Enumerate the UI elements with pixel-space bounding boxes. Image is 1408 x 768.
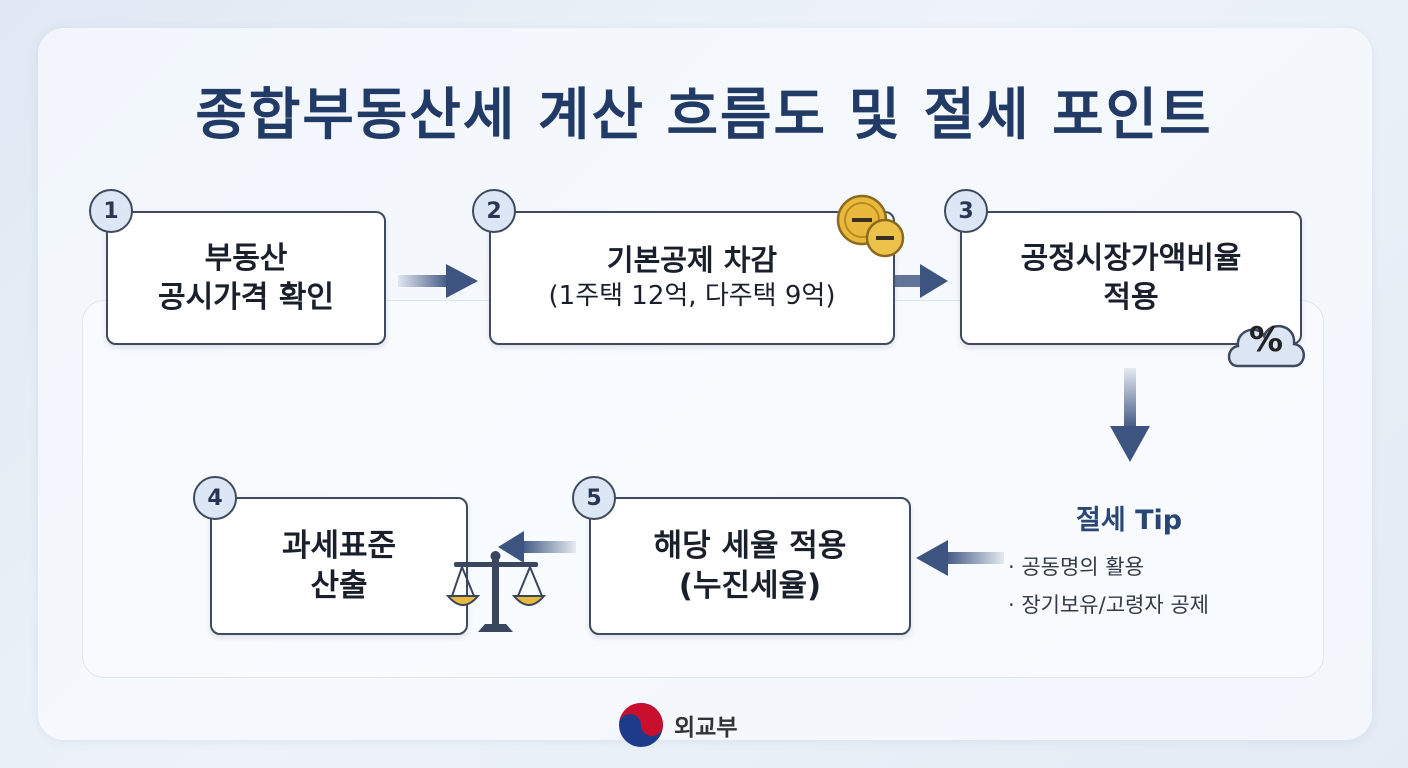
step-5-number: 5 xyxy=(572,476,616,520)
step-3-box: 공정시장가액비율 적용 xyxy=(960,211,1302,345)
step-4-number: 4 xyxy=(193,476,237,520)
arrow-right-2 xyxy=(894,264,948,298)
coins-icon xyxy=(836,194,905,258)
tip-item: · 장기보유/고령자 공제 xyxy=(1008,593,1209,617)
arrow-down xyxy=(1110,368,1150,462)
step-4-box: 과세표준 산출 xyxy=(210,497,468,635)
step-1-line1: 부동산 xyxy=(204,241,288,276)
step-3-line2: 적용 xyxy=(1103,280,1159,315)
organization-name: 외교부 xyxy=(674,715,738,741)
tip-item: · 공동명의 활용 xyxy=(1008,555,1144,579)
page-title: 종합부동산세 계산 흐름도 및 절세 포인트 xyxy=(195,83,1213,148)
tip-title: 절세 Tip xyxy=(1076,505,1183,536)
step-3-line1: 공정시장가액비율 xyxy=(1020,241,1242,276)
arrow-left-1 xyxy=(916,540,1004,576)
arrow-right-1 xyxy=(398,264,478,298)
step-3-number: 3 xyxy=(944,189,988,233)
step-4-line1: 과세표준 xyxy=(281,527,397,564)
step-1-number: 1 xyxy=(89,189,133,233)
step-1-box: 부동산 공시가격 확인 xyxy=(106,211,386,345)
step-2-line2: (1주택 12억, 다주택 9억) xyxy=(548,280,836,311)
step-2-line1: 기본공제 차감 xyxy=(606,243,778,278)
scales-icon xyxy=(445,551,547,632)
percent-label: % xyxy=(1248,320,1284,360)
step-5-line1: 해당 세율 적용 xyxy=(653,527,847,564)
taegeuk-logo xyxy=(619,703,663,747)
step-1-line2: 공시가격 확인 xyxy=(157,280,335,315)
percent-cloud-icon xyxy=(1227,324,1305,368)
step-5-box: 해당 세율 적용 (누진세율) xyxy=(589,497,911,635)
footer: 외교부 xyxy=(616,700,737,750)
step-2-box: 기본공제 차감 (1주택 12억, 다주택 9억) xyxy=(489,211,895,345)
step-2-number: 2 xyxy=(472,189,516,233)
step-4-line2: 산출 xyxy=(310,568,368,604)
tax-saving-tip: 절세 Tip · 공동명의 활용 · 장기보유/고령자 공제 xyxy=(1008,498,1308,619)
arrow-left-2 xyxy=(498,531,576,563)
step-5-line2: (누진세율) xyxy=(678,568,822,604)
